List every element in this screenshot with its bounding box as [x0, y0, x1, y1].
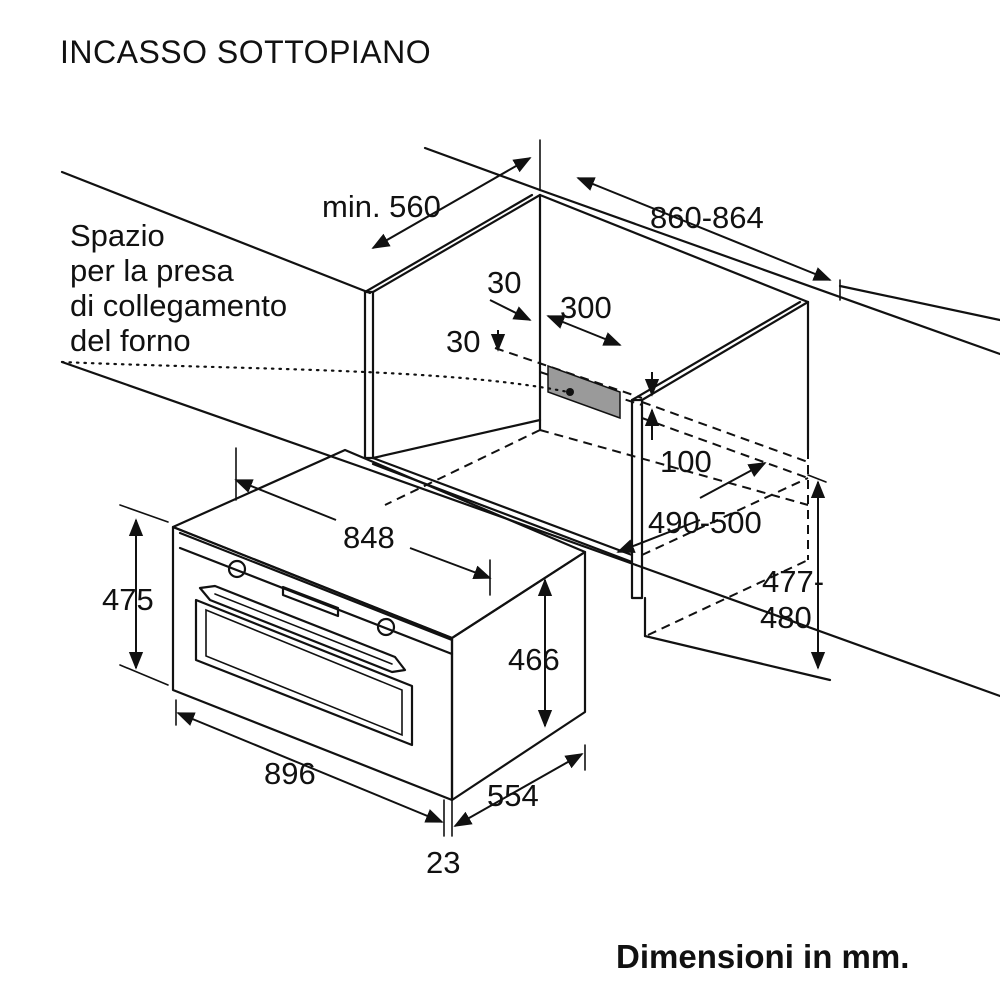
note-line-3: di collegamento	[70, 288, 288, 323]
label-socket-offset: 100	[660, 444, 712, 479]
label-niche-height-1: 477-	[762, 564, 824, 599]
units-footer: Dimensioni in mm.	[616, 938, 910, 975]
dimension-labels: min. 560 860-864 30 300 30 100 490-500 4…	[102, 189, 824, 880]
oven	[171, 448, 587, 802]
label-offset-side: 30	[446, 324, 480, 359]
label-front-thickness: 23	[426, 845, 460, 880]
note-line-1: Spazio	[70, 218, 165, 253]
label-socket-width: 300	[560, 290, 612, 325]
note-line-4: del forno	[70, 323, 191, 358]
label-depth-range: 490-500	[648, 505, 762, 540]
label-oven-height-body: 466	[508, 642, 560, 677]
label-oven-width-front: 896	[264, 756, 316, 791]
page-title: INCASSO SOTTOPIANO	[60, 34, 432, 70]
label-oven-depth: 554	[487, 778, 539, 813]
socket-space-note: Spazio per la presa di collegamento del …	[70, 218, 287, 358]
socket-area	[60, 360, 621, 420]
label-niche-width: 860-864	[650, 200, 764, 235]
label-niche-height-2: 480	[760, 600, 812, 635]
label-offset-top: 30	[487, 265, 521, 300]
dimension-lines	[119, 139, 841, 837]
note-line-2: per la presa	[70, 253, 234, 288]
label-oven-height-front: 475	[102, 582, 154, 617]
label-min-depth: min. 560	[322, 189, 441, 224]
socket-rect	[547, 364, 621, 420]
label-oven-width-top: 848	[343, 520, 395, 555]
